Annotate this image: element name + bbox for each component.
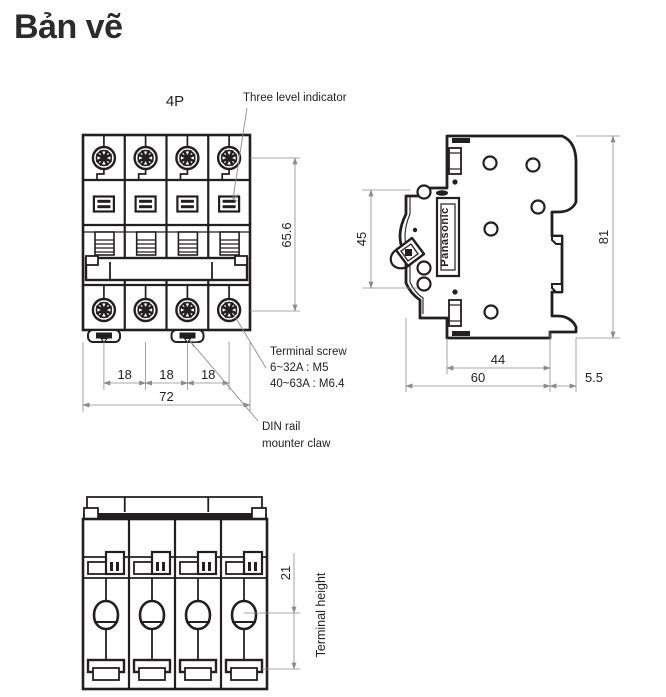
side-view: Panasonic 45 81 44 [354, 134, 620, 392]
svg-text:Terminal screw: Terminal screw [270, 346, 347, 358]
svg-text:18: 18 [159, 367, 173, 382]
svg-text:5.5: 5.5 [585, 370, 603, 385]
bottom-view-bosses [92, 599, 258, 631]
svg-text:18: 18 [117, 367, 131, 382]
svg-text:6~32A : M5: 6~32A : M5 [270, 362, 329, 374]
svg-text:mounter claw: mounter claw [262, 438, 331, 450]
svg-text:40~63A : M6.4: 40~63A : M6.4 [270, 378, 345, 390]
svg-text:81: 81 [596, 230, 611, 244]
handle-band [84, 231, 249, 282]
brand-name: Panasonic [439, 207, 451, 267]
dimension-terminal-height: 21 Terminal height [244, 553, 328, 670]
svg-text:21: 21 [278, 566, 293, 580]
svg-text:DIN rail: DIN rail [262, 421, 300, 433]
svg-text:72: 72 [159, 389, 173, 404]
svg-text:Terminal height: Terminal height [314, 572, 328, 657]
bottom-view-terminal-slots [87, 550, 264, 576]
front-view-4p: 4P [81, 92, 347, 450]
svg-text:18: 18 [201, 367, 215, 382]
page-title: Bản vẽ [14, 8, 123, 46]
side-view-handle [389, 236, 426, 270]
dimension-depth-60: 60 [405, 318, 551, 392]
dimension-pole-pitch: 18 18 18 [103, 342, 230, 390]
svg-text:45: 45 [354, 232, 369, 246]
dimension-depth-44: 44 [446, 332, 551, 374]
dimension-width-72: 72 [82, 342, 251, 412]
brand-plate: Panasonic [435, 196, 461, 278]
dimension-height-45: 45 [354, 189, 418, 289]
dimension-offset-5-5: 5.5 [549, 338, 603, 392]
svg-text:44: 44 [491, 352, 505, 367]
svg-text:65.6: 65.6 [279, 222, 294, 247]
bottom-view: 21 Terminal height [81, 496, 328, 691]
dimension-height-81: 81 [576, 135, 620, 339]
callout-three-level-indicator: Three level indicator [232, 92, 347, 202]
svg-text:60: 60 [471, 370, 485, 385]
dimension-height-65-6: 65.6 [250, 157, 300, 312]
front-view-label: 4P [166, 93, 184, 110]
bottom-terminals [91, 285, 242, 323]
callout-terminal-screw: Terminal screw 6~32A : M5 40~63A : M6.4 [233, 314, 347, 390]
din-rail-claws [87, 329, 205, 344]
svg-text:Three level indicator: Three level indicator [243, 92, 347, 104]
bottom-view-feet [86, 658, 264, 681]
top-terminals [91, 135, 242, 180]
